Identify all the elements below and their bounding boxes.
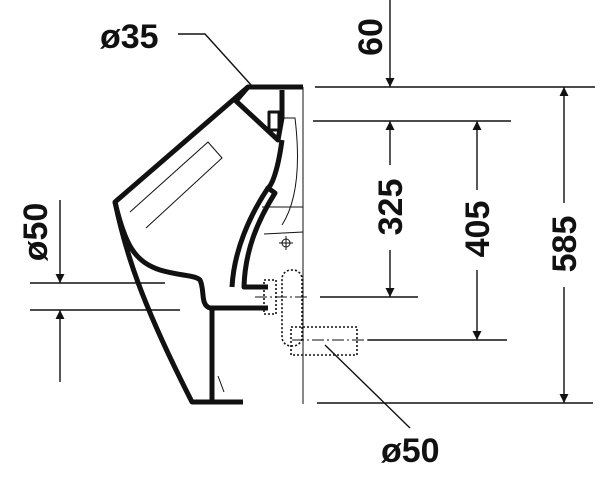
top-offset-label: 60 [352, 18, 390, 56]
drain-leader [324, 344, 411, 429]
drain-height-label: 405 [459, 201, 497, 258]
drain-diameter-label: ø50 [381, 432, 440, 470]
dimension-lines [30, 0, 595, 429]
inlet-diameter-label: ø35 [100, 18, 159, 56]
urinal-profile [112, 84, 370, 405]
outlet-height-label: 325 [372, 179, 410, 236]
total-height-label: 585 [546, 216, 584, 273]
inlet-leader [178, 33, 253, 87]
side-diameter-label: ø50 [17, 203, 55, 262]
